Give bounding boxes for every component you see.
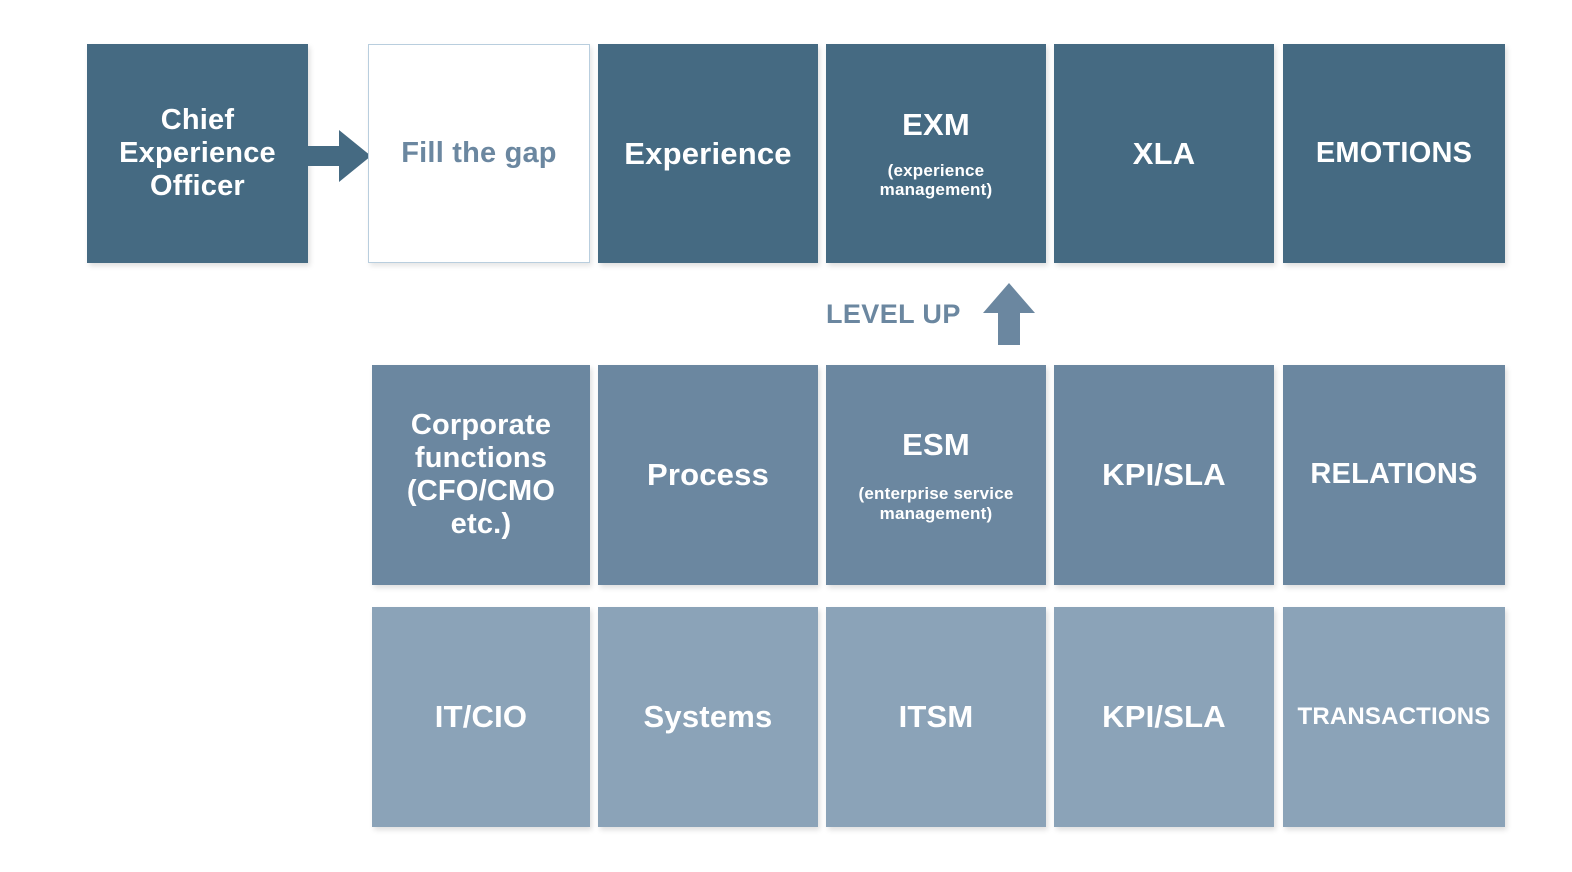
box-it-cio[interactable]: IT/CIO — [372, 607, 590, 827]
box-title: ITSM — [898, 699, 974, 735]
box-title: IT/CIO — [434, 699, 528, 735]
box-title: ESM — [902, 426, 970, 462]
box-title: KPI/SLA — [1102, 699, 1226, 735]
box-title: Systems — [643, 699, 773, 735]
box-title: Process — [646, 457, 770, 493]
level-up-label: LEVEL UP — [826, 298, 961, 329]
box-title: XLA — [1132, 135, 1196, 171]
box-title: Experience — [624, 135, 792, 171]
box-title: EXM — [902, 107, 970, 143]
box-subtitle: (enterprise service management) — [858, 484, 1014, 523]
box-transactions[interactable]: TRANSACTIONS — [1283, 607, 1505, 827]
up-arrow-icon — [982, 283, 1035, 345]
box-title: Corporate functions (CFO/CMO etc.) — [406, 408, 556, 541]
box-xla[interactable]: XLA — [1054, 44, 1274, 263]
box-title: TRANSACTIONS — [1297, 703, 1491, 731]
box-title: KPI/SLA — [1102, 457, 1226, 493]
box-emotions[interactable]: EMOTIONS — [1283, 44, 1505, 263]
level-up-connector: LEVEL UP — [826, 283, 1066, 345]
box-title: Fill the gap — [401, 136, 557, 169]
box-esm[interactable]: ESM (enterprise service management) — [826, 365, 1046, 585]
box-relations[interactable]: RELATIONS — [1283, 365, 1505, 585]
box-systems[interactable]: Systems — [598, 607, 818, 827]
box-fill-the-gap[interactable]: Fill the gap — [368, 44, 590, 263]
box-subtitle: (experience management) — [879, 160, 993, 200]
box-process[interactable]: Process — [598, 365, 818, 585]
box-title: RELATIONS — [1310, 458, 1478, 491]
box-kpi-sla-service[interactable]: KPI/SLA — [1054, 365, 1274, 585]
box-experience[interactable]: Experience — [598, 44, 818, 263]
box-chief-experience-officer[interactable]: Chief Experience Officer — [87, 44, 308, 263]
box-kpi-sla-it[interactable]: KPI/SLA — [1054, 607, 1274, 827]
right-arrow-icon — [305, 130, 371, 182]
box-exm[interactable]: EXM (experience management) — [826, 44, 1046, 263]
box-itsm[interactable]: ITSM — [826, 607, 1046, 827]
box-title: Chief Experience Officer — [119, 103, 276, 203]
box-corporate-functions[interactable]: Corporate functions (CFO/CMO etc.) — [372, 365, 590, 585]
box-title: EMOTIONS — [1315, 136, 1473, 169]
